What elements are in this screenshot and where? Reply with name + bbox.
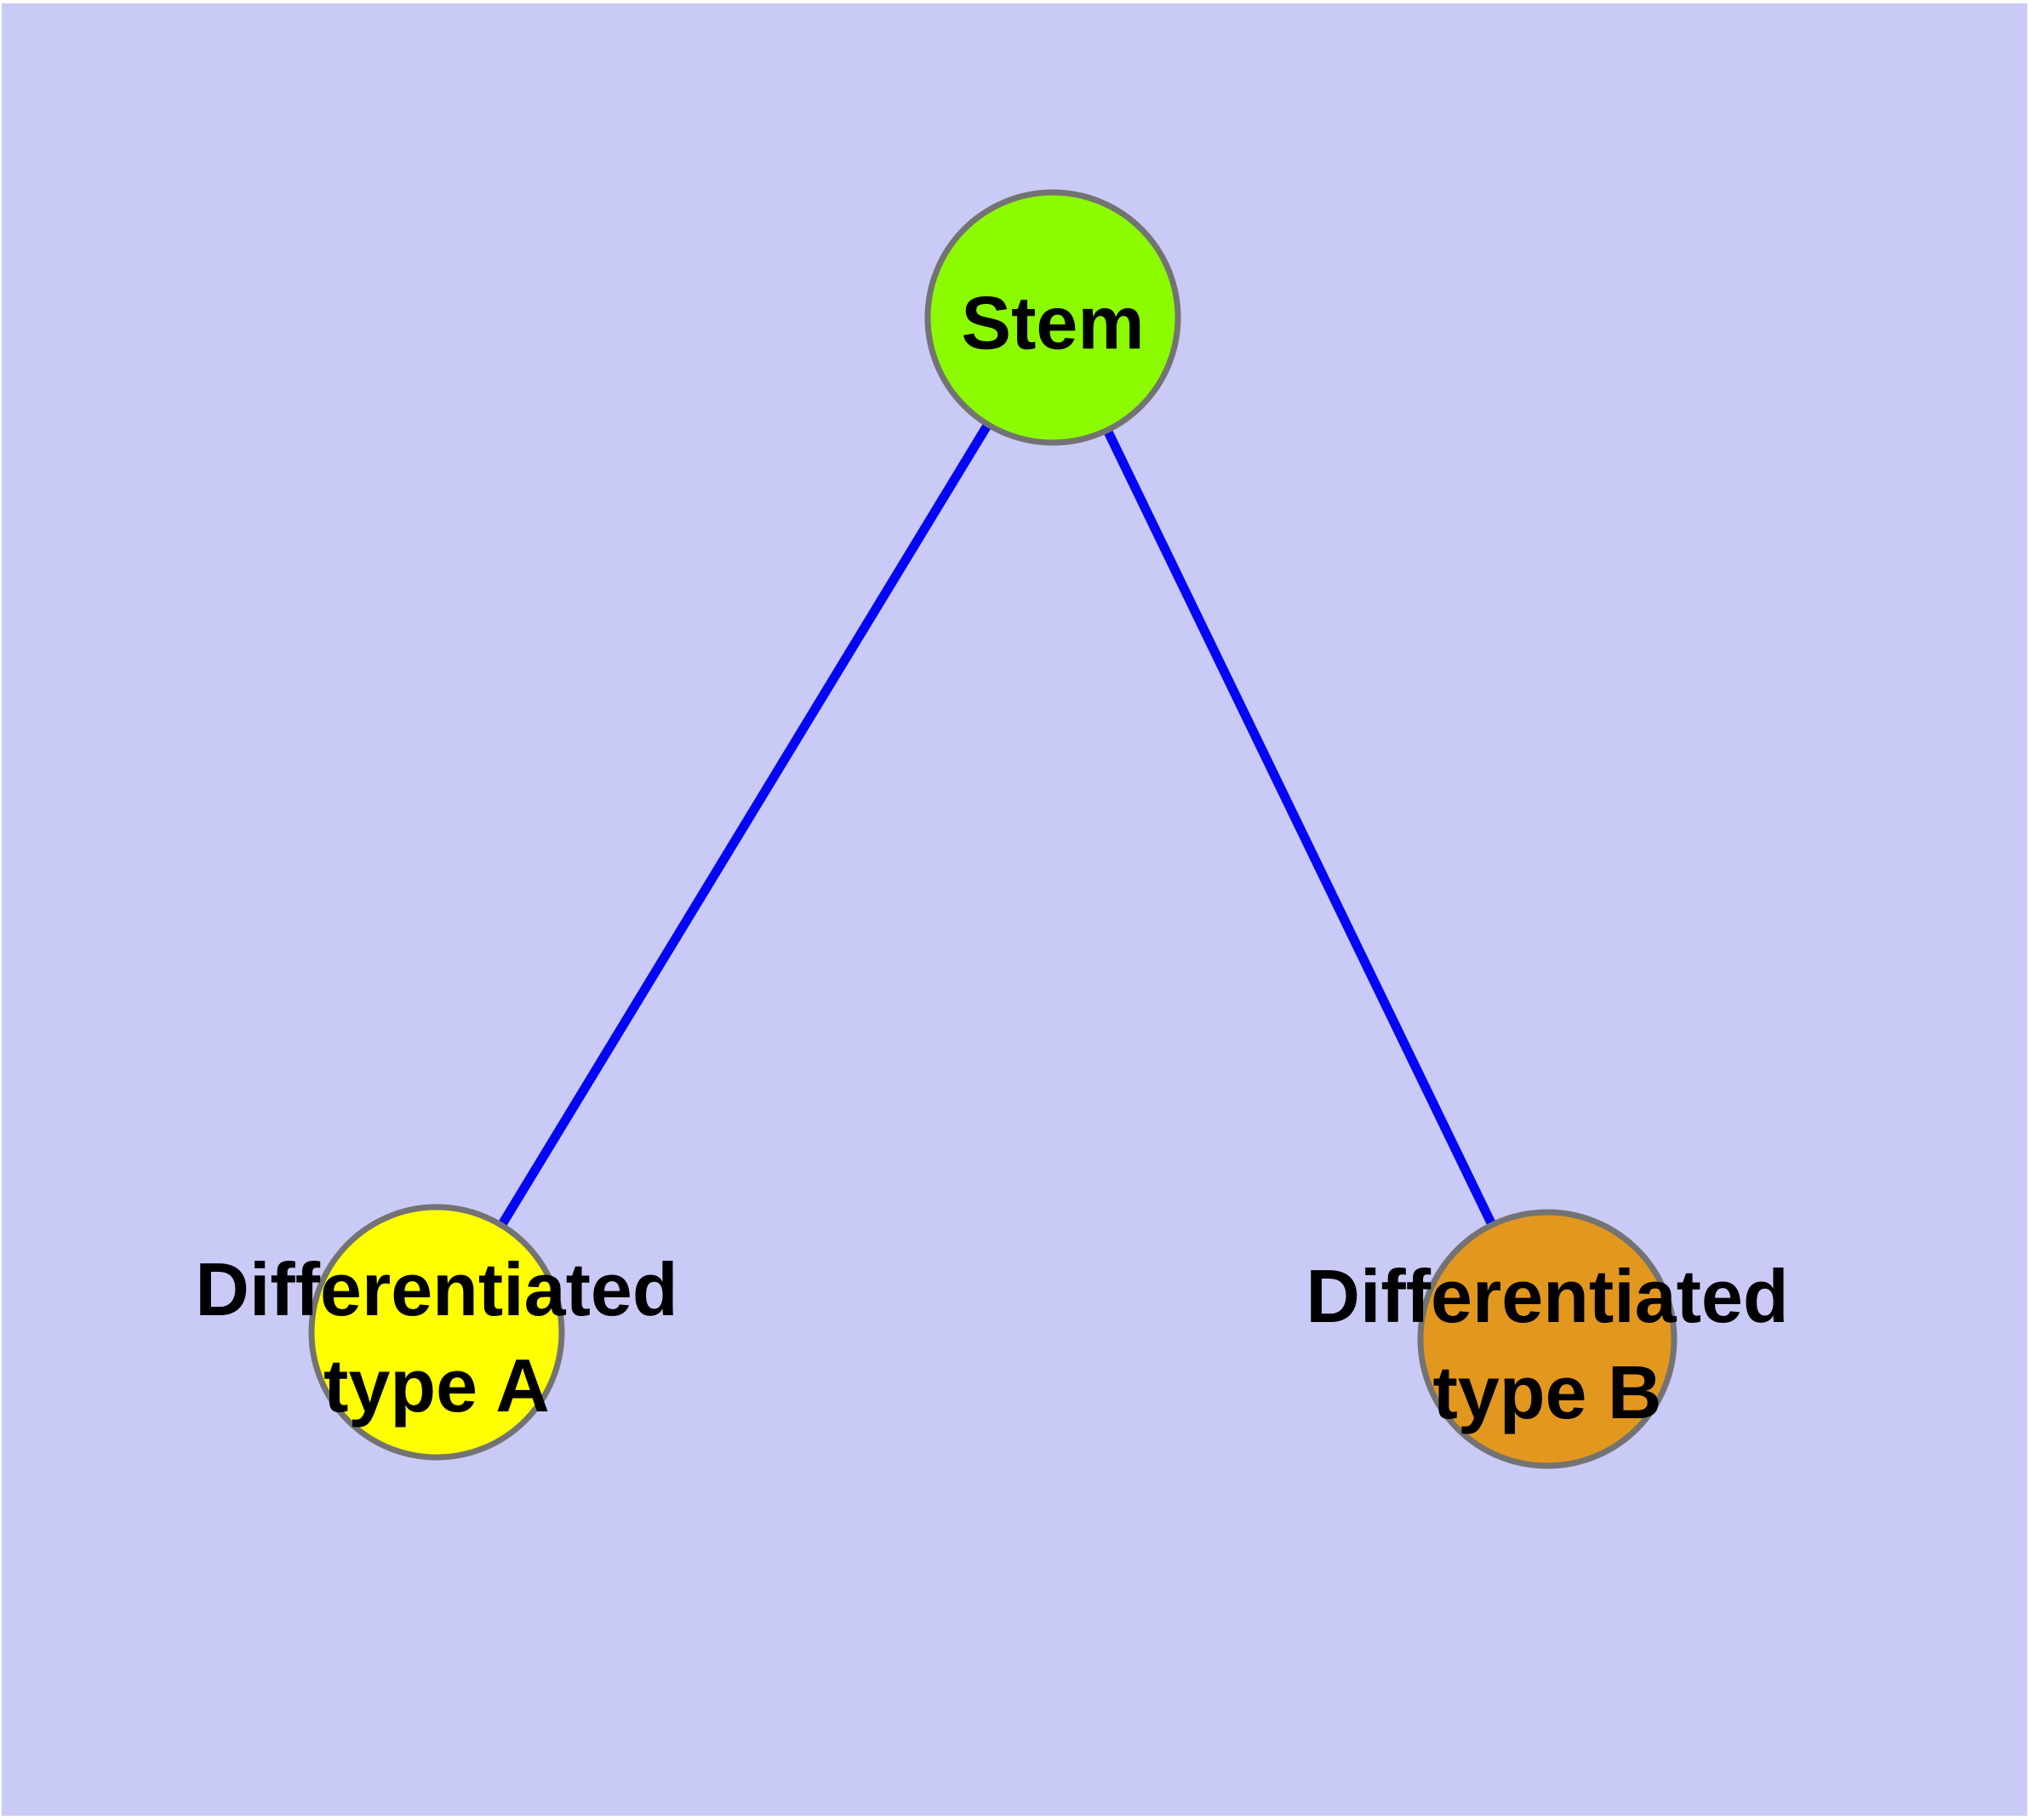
edge-stem-to-type-a [432, 315, 1057, 1335]
node-differentiated-type-b [1417, 1209, 1677, 1469]
edge-stem-to-type-b [1049, 315, 1552, 1342]
node-stem [924, 189, 1181, 446]
node-differentiated-type-a [308, 1204, 565, 1461]
